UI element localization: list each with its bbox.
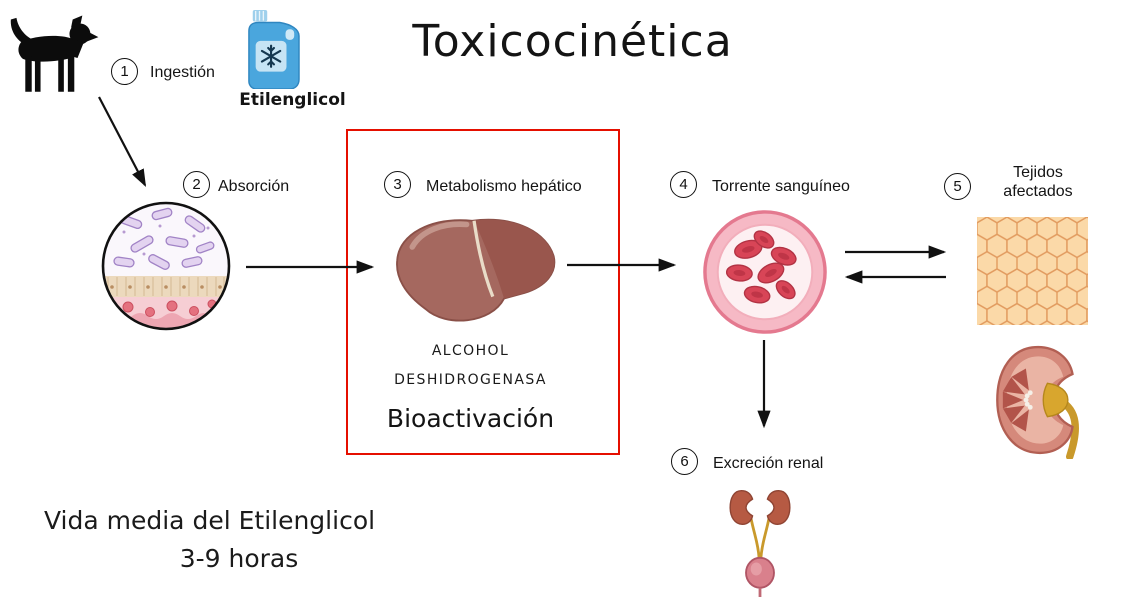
half-life-label: Vida media del Etilenglicol: [44, 506, 376, 535]
urinary-system-icon: [717, 487, 803, 597]
substance-name: Etilenglicol: [239, 90, 346, 110]
step-2-label: Absorción: [218, 178, 290, 195]
tissue-honeycomb-icon: [977, 217, 1088, 325]
step-1-label: Ingestión: [150, 64, 215, 81]
page-title: Toxicocinética: [412, 16, 733, 67]
bioactivation-highlight-box: [346, 129, 620, 455]
step-5-label: Tejidos afectados: [1003, 164, 1073, 201]
dog-icon: [2, 13, 100, 95]
half-life-value: 3-9 horas: [179, 544, 299, 573]
bioactivation-label: Bioactivación: [386, 404, 555, 433]
red-blood-cells: [725, 230, 797, 304]
bacteria: [113, 207, 215, 270]
step-4-label: Torrente sanguíneo: [712, 178, 850, 195]
arrow-ingestion-to-absorption: [98, 96, 147, 187]
snowflake-icon: [260, 44, 282, 68]
liver-icon: [386, 205, 564, 333]
step-3-badge: 3: [384, 171, 411, 198]
step-5-badge: 5: [944, 173, 971, 200]
antifreeze-jug-icon: [243, 10, 303, 89]
step-1-badge: 1: [111, 58, 138, 85]
enzyme-name-line1: ALCOHOL: [431, 343, 510, 359]
enzyme-name-line2: DESHIDROGENASA: [394, 372, 547, 388]
step-2-badge: 2: [183, 171, 210, 198]
step-6-badge: 6: [671, 448, 698, 475]
step-3-label: Metabolismo hepático: [426, 178, 582, 195]
intestinal-absorption-icon: [100, 200, 232, 332]
kidney-icon: [988, 341, 1092, 459]
step-4-badge: 4: [670, 171, 697, 198]
step-6-label: Excreción renal: [713, 455, 824, 472]
blood-vessel-icon: [701, 208, 829, 336]
